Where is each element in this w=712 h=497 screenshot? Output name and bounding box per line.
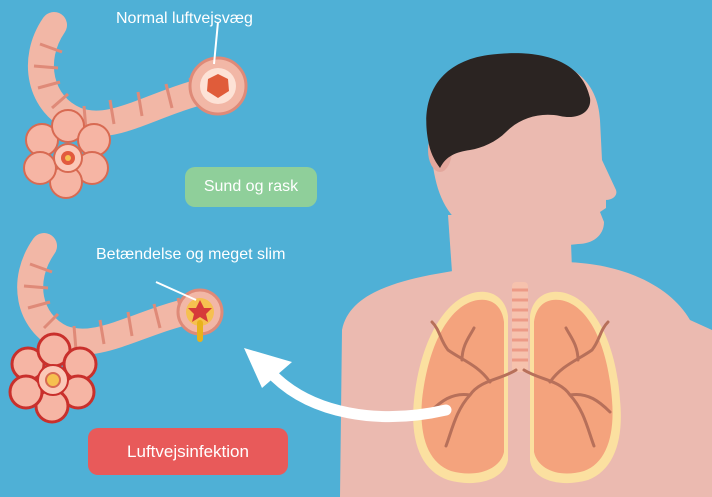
inflamed-airway-label: Betændelse og meget slim [96, 246, 285, 264]
infection-badge-text: Luftvejsinfektion [127, 442, 249, 462]
infection-badge: Luftvejsinfektion [88, 428, 288, 475]
healthy-badge: Sund og rask [185, 167, 317, 207]
normal-airway-label: Normal luftvejsvæg [116, 10, 253, 28]
inflamed-bronchus-icon [10, 246, 222, 422]
human-torso-with-lungs-icon [340, 53, 712, 497]
healthy-badge-text: Sund og rask [204, 178, 298, 196]
